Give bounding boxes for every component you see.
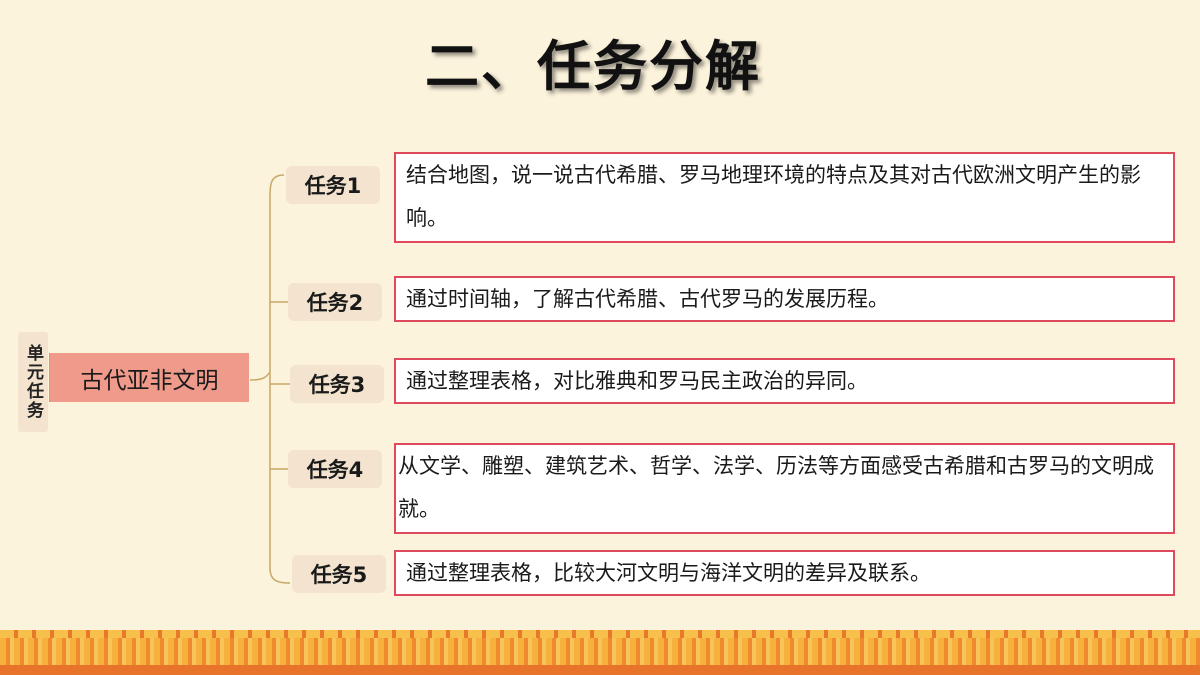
task-text-1: 结合地图，说一说古代希腊、罗马地理环境的特点及其对古代欧洲文明产生的影响。 xyxy=(394,152,1175,243)
task-label-5: 任务5 xyxy=(292,555,386,593)
task-label-4: 任务4 xyxy=(288,450,382,488)
task-label-1: 任务1 xyxy=(286,166,380,204)
decorative-footer-border xyxy=(0,630,1200,675)
unit-tag-char: 务 xyxy=(23,401,43,420)
page-title: 二、任务分解 xyxy=(425,35,761,98)
unit-tag-char: 元 xyxy=(23,363,43,382)
unit-tag-char: 任 xyxy=(23,382,43,401)
task-label-2: 任务2 xyxy=(288,283,382,321)
unit-tag-char: 单 xyxy=(23,344,43,363)
unit-task-tag: 单 元 任 务 xyxy=(18,332,48,432)
task-text-5: 通过整理表格，比较大河文明与海洋文明的差异及联系。 xyxy=(394,550,1175,596)
task-label-3: 任务3 xyxy=(290,365,384,403)
central-topic: 古代亚非文明 xyxy=(49,353,249,402)
task-text-4: 从文学、雕塑、建筑艺术、哲学、法学、历法等方面感受古希腊和古罗马的文明成就。 xyxy=(394,443,1175,534)
task-text-2: 通过时间轴，了解古代希腊、古代罗马的发展历程。 xyxy=(394,276,1175,322)
task-text-3: 通过整理表格，对比雅典和罗马民主政治的异同。 xyxy=(394,358,1175,404)
